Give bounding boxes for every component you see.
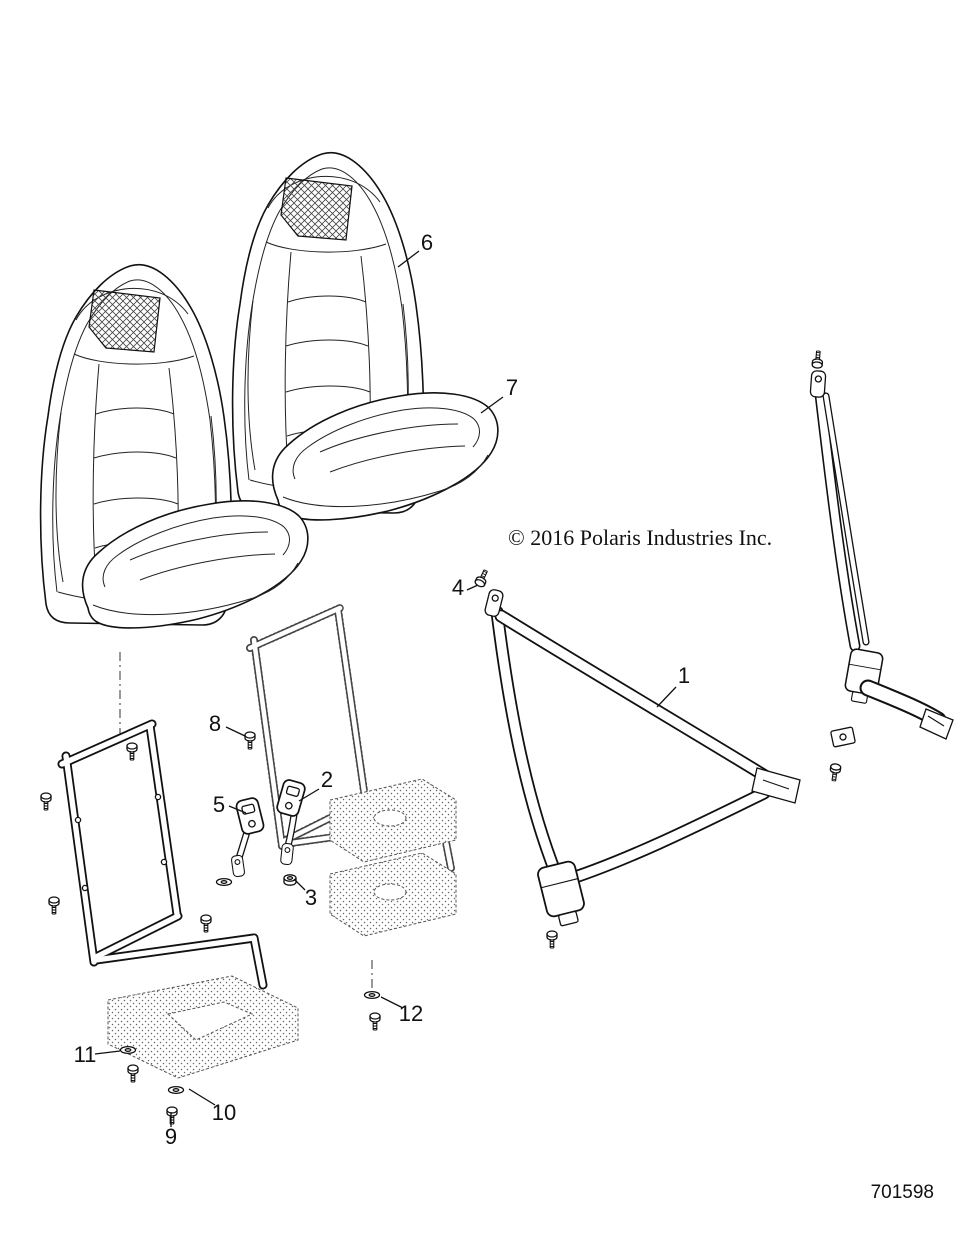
bolt [200, 914, 212, 933]
bolt [48, 896, 60, 915]
callout-6: 6 [420, 230, 434, 255]
callout-12: 12 [398, 1001, 424, 1026]
buckle-5 [234, 795, 266, 837]
figure-number: 701598 [870, 1182, 934, 1203]
buckle-anchor [230, 854, 246, 878]
buckle-assemblies [215, 777, 308, 887]
leader-lines [94, 250, 677, 1127]
bolt-12 [369, 1012, 381, 1031]
bolt [828, 762, 842, 783]
callout-8: 8 [208, 711, 222, 736]
seat-belt-right [809, 349, 954, 783]
washer-10 [167, 1085, 185, 1095]
callout-9: 9 [164, 1124, 178, 1149]
callout-2: 2 [320, 767, 334, 792]
callout-3: 3 [304, 885, 318, 910]
washer [215, 877, 233, 887]
seat-belt-left [473, 567, 801, 949]
bolt [126, 742, 138, 761]
bolt [546, 930, 558, 949]
copyright-notice: © 2016 Polaris Industries Inc. [508, 525, 773, 550]
bolt [811, 349, 825, 370]
callout-7: 7 [505, 375, 519, 400]
callout-10: 10 [211, 1100, 237, 1125]
ghost-mounting-brackets [329, 778, 457, 937]
assembly-axis-lines [119, 652, 373, 988]
callout-11: 11 [73, 1042, 97, 1067]
ghost-floor-plate [107, 975, 299, 1079]
washer-11 [119, 1045, 137, 1055]
buckle-anchor [279, 842, 295, 866]
washer-12 [363, 990, 381, 1000]
bolt-9 [166, 1106, 178, 1125]
bolt-11 [127, 1064, 139, 1083]
seat-frame [62, 724, 263, 985]
callout-5: 5 [212, 792, 226, 817]
buckle-2 [274, 777, 308, 819]
callout-4: 4 [451, 575, 465, 600]
bolt [40, 792, 52, 811]
callout-1: 1 [677, 663, 691, 688]
bolt-8 [244, 731, 256, 750]
belt-top-anchor [809, 369, 827, 399]
